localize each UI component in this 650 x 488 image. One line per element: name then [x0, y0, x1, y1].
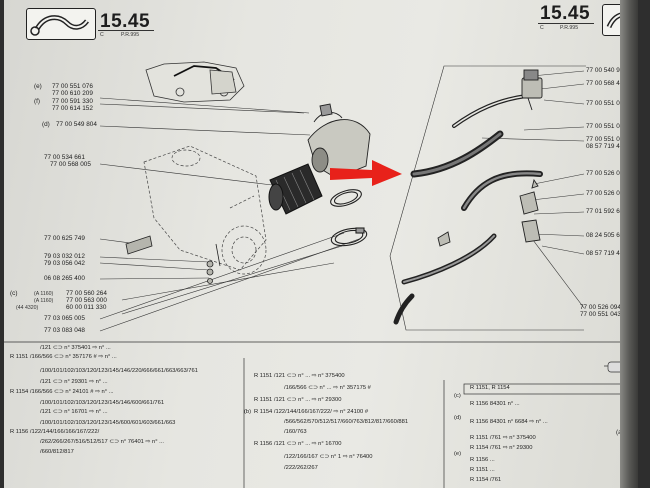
table-label-e: (e): [454, 451, 462, 457]
table-row: /222/262/267: [284, 465, 318, 471]
pn-d: 77 00 549 804: [56, 121, 97, 128]
mounting-bracket: [125, 235, 221, 284]
label-f: (f): [34, 98, 41, 105]
pn-r6: 08 57 719 400: [586, 143, 627, 150]
page-c-left: C: [100, 32, 104, 38]
check-valve: [437, 69, 543, 247]
table-row: R 1156 84301 n° 6684 ⇨ n° ...: [470, 419, 548, 425]
hose-icon: [30, 15, 89, 36]
table-row: R 1154 /761: [470, 477, 502, 483]
table-row: R 1156 /121 ⊂⊃ n° ... ⇨ n° 16700: [254, 441, 342, 447]
table-label-c: (c): [454, 393, 461, 399]
air-filter-housing: [143, 145, 267, 275]
pn-r4: 77 00 551 043: [586, 123, 627, 130]
pn-c1: 77 00 560 264: [66, 290, 107, 297]
table-row: R 1156 84301 n° ...: [470, 401, 520, 407]
pn-r7: 77 00 526 096: [586, 170, 627, 177]
pn-c3: 60 00 011 330: [66, 304, 107, 311]
catalog-page: 15.45 C P.R.995 15.45 C P.R.995: [4, 0, 638, 488]
corrugated-bellows: [268, 163, 323, 215]
red-arrow: [330, 160, 402, 186]
table-row: R 1154 /122/144/166/167/222/ ⇨ n° 24100 …: [254, 409, 369, 415]
table-row: R 1151 /166/566 ⊂⊃ n° 357176 # ⇨ n° ...: [10, 354, 117, 360]
pn-r5: 77 00 551 020: [586, 136, 627, 143]
table-row: /566/562/570/512/517/660/763/812/817/660…: [284, 419, 409, 425]
pn-r1: 77 00 540 937: [586, 67, 627, 74]
table-row: /100/101/102/103/120/123/145/146/600/661…: [40, 400, 165, 406]
table-row: R 1151 /121 ⊂⊃ n° ... ⇨ n° 29300: [254, 397, 342, 403]
table-row: /660/812/817: [40, 449, 74, 455]
page-pr-right: P.R.995: [560, 25, 579, 31]
pn-r3: 77 00 551 021: [586, 100, 627, 107]
table-row: R 1154 /166/566 ⊂⊃ n° 24101 # ⇨ n° ...: [10, 389, 114, 395]
table-row: /121 ⊂⊃ n° 29301 ⇨ n° ...: [40, 379, 108, 385]
pn-e1: 77 00 551 076: [52, 83, 93, 90]
pn-e2: 77 00 610 209: [52, 90, 93, 97]
pn-083: 77 03 083 048: [44, 327, 85, 334]
pn-060: 06 08 265 400: [44, 275, 85, 282]
pn-r11: 08 57 719 400: [586, 250, 627, 257]
vacuum-hoses: [393, 94, 543, 325]
table-row: R 1156 /122/144/166/166/167/222/: [10, 429, 100, 435]
pn-790b: 79 03 056 042: [44, 260, 85, 267]
pn-790a: 79 03 032 012: [44, 253, 85, 260]
label-e: (e): [34, 83, 42, 90]
table-label-b: (b): [244, 409, 252, 415]
book-binding-shadow: [620, 0, 638, 488]
pn-534: 77 00 534 661: [44, 154, 85, 161]
car-engine-thumbnail: [145, 61, 245, 103]
pn-625: 77 00 625 749: [44, 235, 85, 242]
table-row: /122/166/167 ⊂⊃ n° 1 ⇨ n° 76400: [284, 454, 373, 460]
table-row: R 1154 /761 ⇨ n° 29300: [470, 445, 533, 451]
intake-elbow: [307, 103, 371, 179]
pn-r9: 77 01 592 675: [586, 208, 627, 215]
table-row: /100/101/102/103/120/123/145/600/601/603…: [40, 420, 176, 426]
table-row: R 1151 /761 ⇨ n° 375400: [470, 435, 536, 441]
table-row: /166/566 ⊂⊃ n° ... ⇨ n° 357175 #: [284, 385, 371, 391]
pn-c2: 77 00 563 000: [66, 297, 107, 304]
table-row: R 1156 ...: [470, 457, 495, 463]
table-row: /121 ⊂⊃ n° 16701 ⇨ n° ...: [40, 409, 108, 415]
index-mark-a: (a): [616, 429, 624, 436]
hose-thumbnail-icon: [26, 8, 96, 40]
c-a: (A 1160): [34, 291, 54, 297]
pn-r12: 77 00 526 094: [580, 304, 621, 311]
pn-f1: 77 00 591 330: [52, 98, 93, 105]
table-row: R 1151 /121 ⊂⊃ n° ... ⇨ n° 375400: [254, 373, 345, 379]
pn-065: 77 03 065 005: [44, 315, 85, 322]
pn-r10: 08 24 505 600: [586, 232, 627, 239]
table-row: R 1151, R 1154: [470, 385, 510, 391]
table-row: R 1151 ...: [470, 467, 495, 473]
table-row: /121 ⊂⊃ n° 375401 ⇨ n° ...: [40, 345, 111, 351]
page-number-right: 15.45: [540, 3, 591, 24]
c-44: (44 4320): [16, 305, 39, 311]
pn-568: 77 00 568 005: [50, 161, 91, 168]
page-number-left: 15.45: [100, 11, 151, 32]
page-pr-left: P.R.995: [121, 32, 140, 38]
page-c-right: C: [540, 25, 544, 31]
hose-clamps: [330, 189, 368, 247]
pn-f2: 77 00 614 152: [52, 105, 93, 112]
label-d: (d): [42, 121, 50, 128]
pn-r13: 77 00 551 043: [580, 311, 621, 318]
pn-r2: 77 00 568 429: [586, 80, 627, 87]
table-label-d: (d): [454, 415, 462, 421]
pn-r8: 77 00 526 093: [586, 190, 627, 197]
c-b: (A 1160): [34, 298, 54, 304]
table-row: /160/763: [284, 429, 307, 435]
table-row: /100/101/102/103/120/123/145/146/220/666…: [40, 368, 198, 374]
table-row: /262/266/267/516/512/517 ⊂⊃ n° 76401 ⇨ n…: [40, 439, 164, 445]
label-c: (c): [10, 290, 18, 297]
